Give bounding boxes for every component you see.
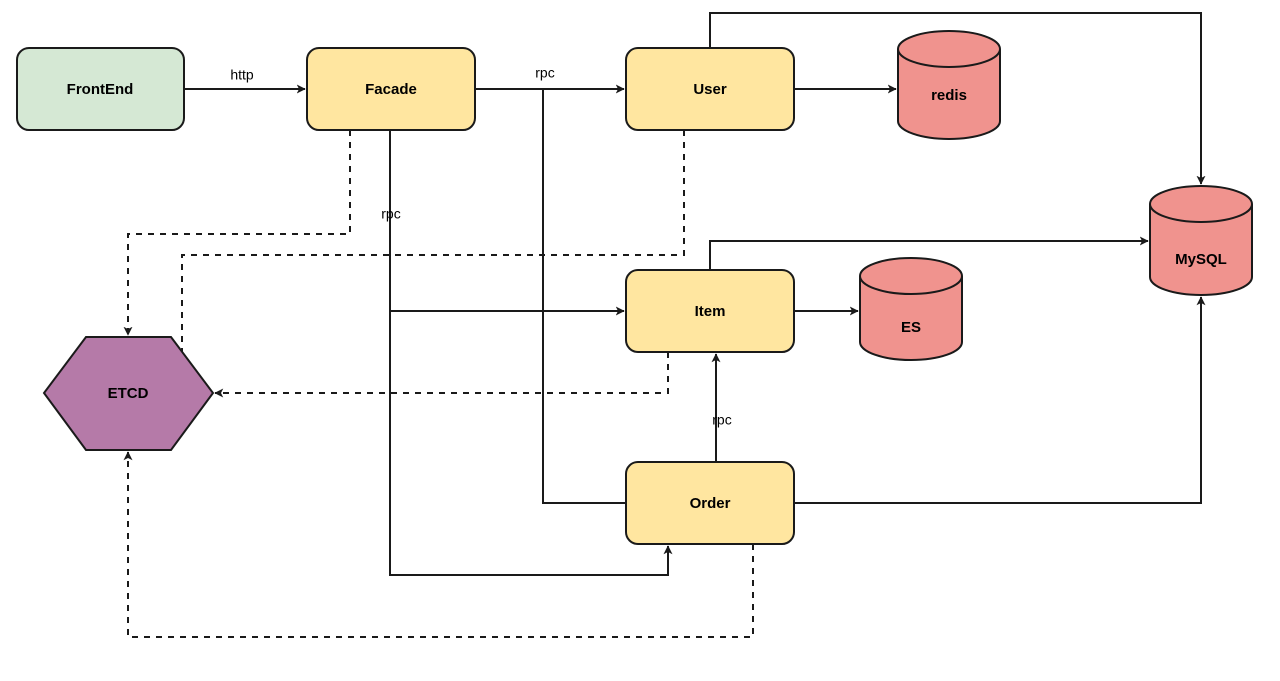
redis-shape[interactable]: [897, 30, 1001, 140]
node-item[interactable]: Item: [625, 269, 795, 353]
node-user[interactable]: User: [625, 47, 795, 131]
node-order[interactable]: Order: [625, 461, 795, 545]
edge-item-to-etcd: [214, 352, 669, 398]
node-layer: FrontEnd Facade User Item Order redis: [16, 30, 1253, 545]
edge-order-to-mysql: [794, 296, 1206, 504]
user-shape[interactable]: [625, 47, 795, 131]
node-es[interactable]: ES: [859, 257, 963, 361]
es-top-ellipse: [859, 275, 963, 295]
facade-shape[interactable]: [306, 47, 476, 131]
node-facade[interactable]: Facade: [306, 47, 476, 131]
node-mysql[interactable]: MySQL: [1149, 185, 1253, 296]
node-etcd[interactable]: ETCD: [42, 336, 215, 451]
node-frontend[interactable]: FrontEnd: [16, 47, 185, 131]
edge-label-rpc-facade-user: rpc: [535, 65, 554, 81]
edge-user-to-mysql: [709, 12, 1206, 185]
order-shape[interactable]: [625, 461, 795, 545]
etcd-shape[interactable]: [42, 336, 215, 451]
edge-label-http: http: [230, 67, 254, 83]
node-redis[interactable]: redis: [897, 30, 1001, 140]
es-shape[interactable]: [859, 257, 963, 361]
edge-layer: [123, 12, 1206, 638]
edge-item-to-mysql: [709, 236, 1149, 270]
mysql-top-ellipse: [1149, 203, 1253, 223]
edge-rpc-trunk-to-order: [542, 89, 626, 504]
edge-user-to-etcd: [177, 130, 685, 369]
edge-facade-to-item: [389, 130, 625, 316]
redis-top-ellipse: [897, 48, 1001, 68]
mysql-shape[interactable]: [1149, 185, 1253, 296]
edge-facade-to-etcd: [123, 130, 351, 336]
edge-facade-to-order: [389, 311, 673, 576]
item-shape[interactable]: [625, 269, 795, 353]
frontend-shape[interactable]: [16, 47, 185, 131]
